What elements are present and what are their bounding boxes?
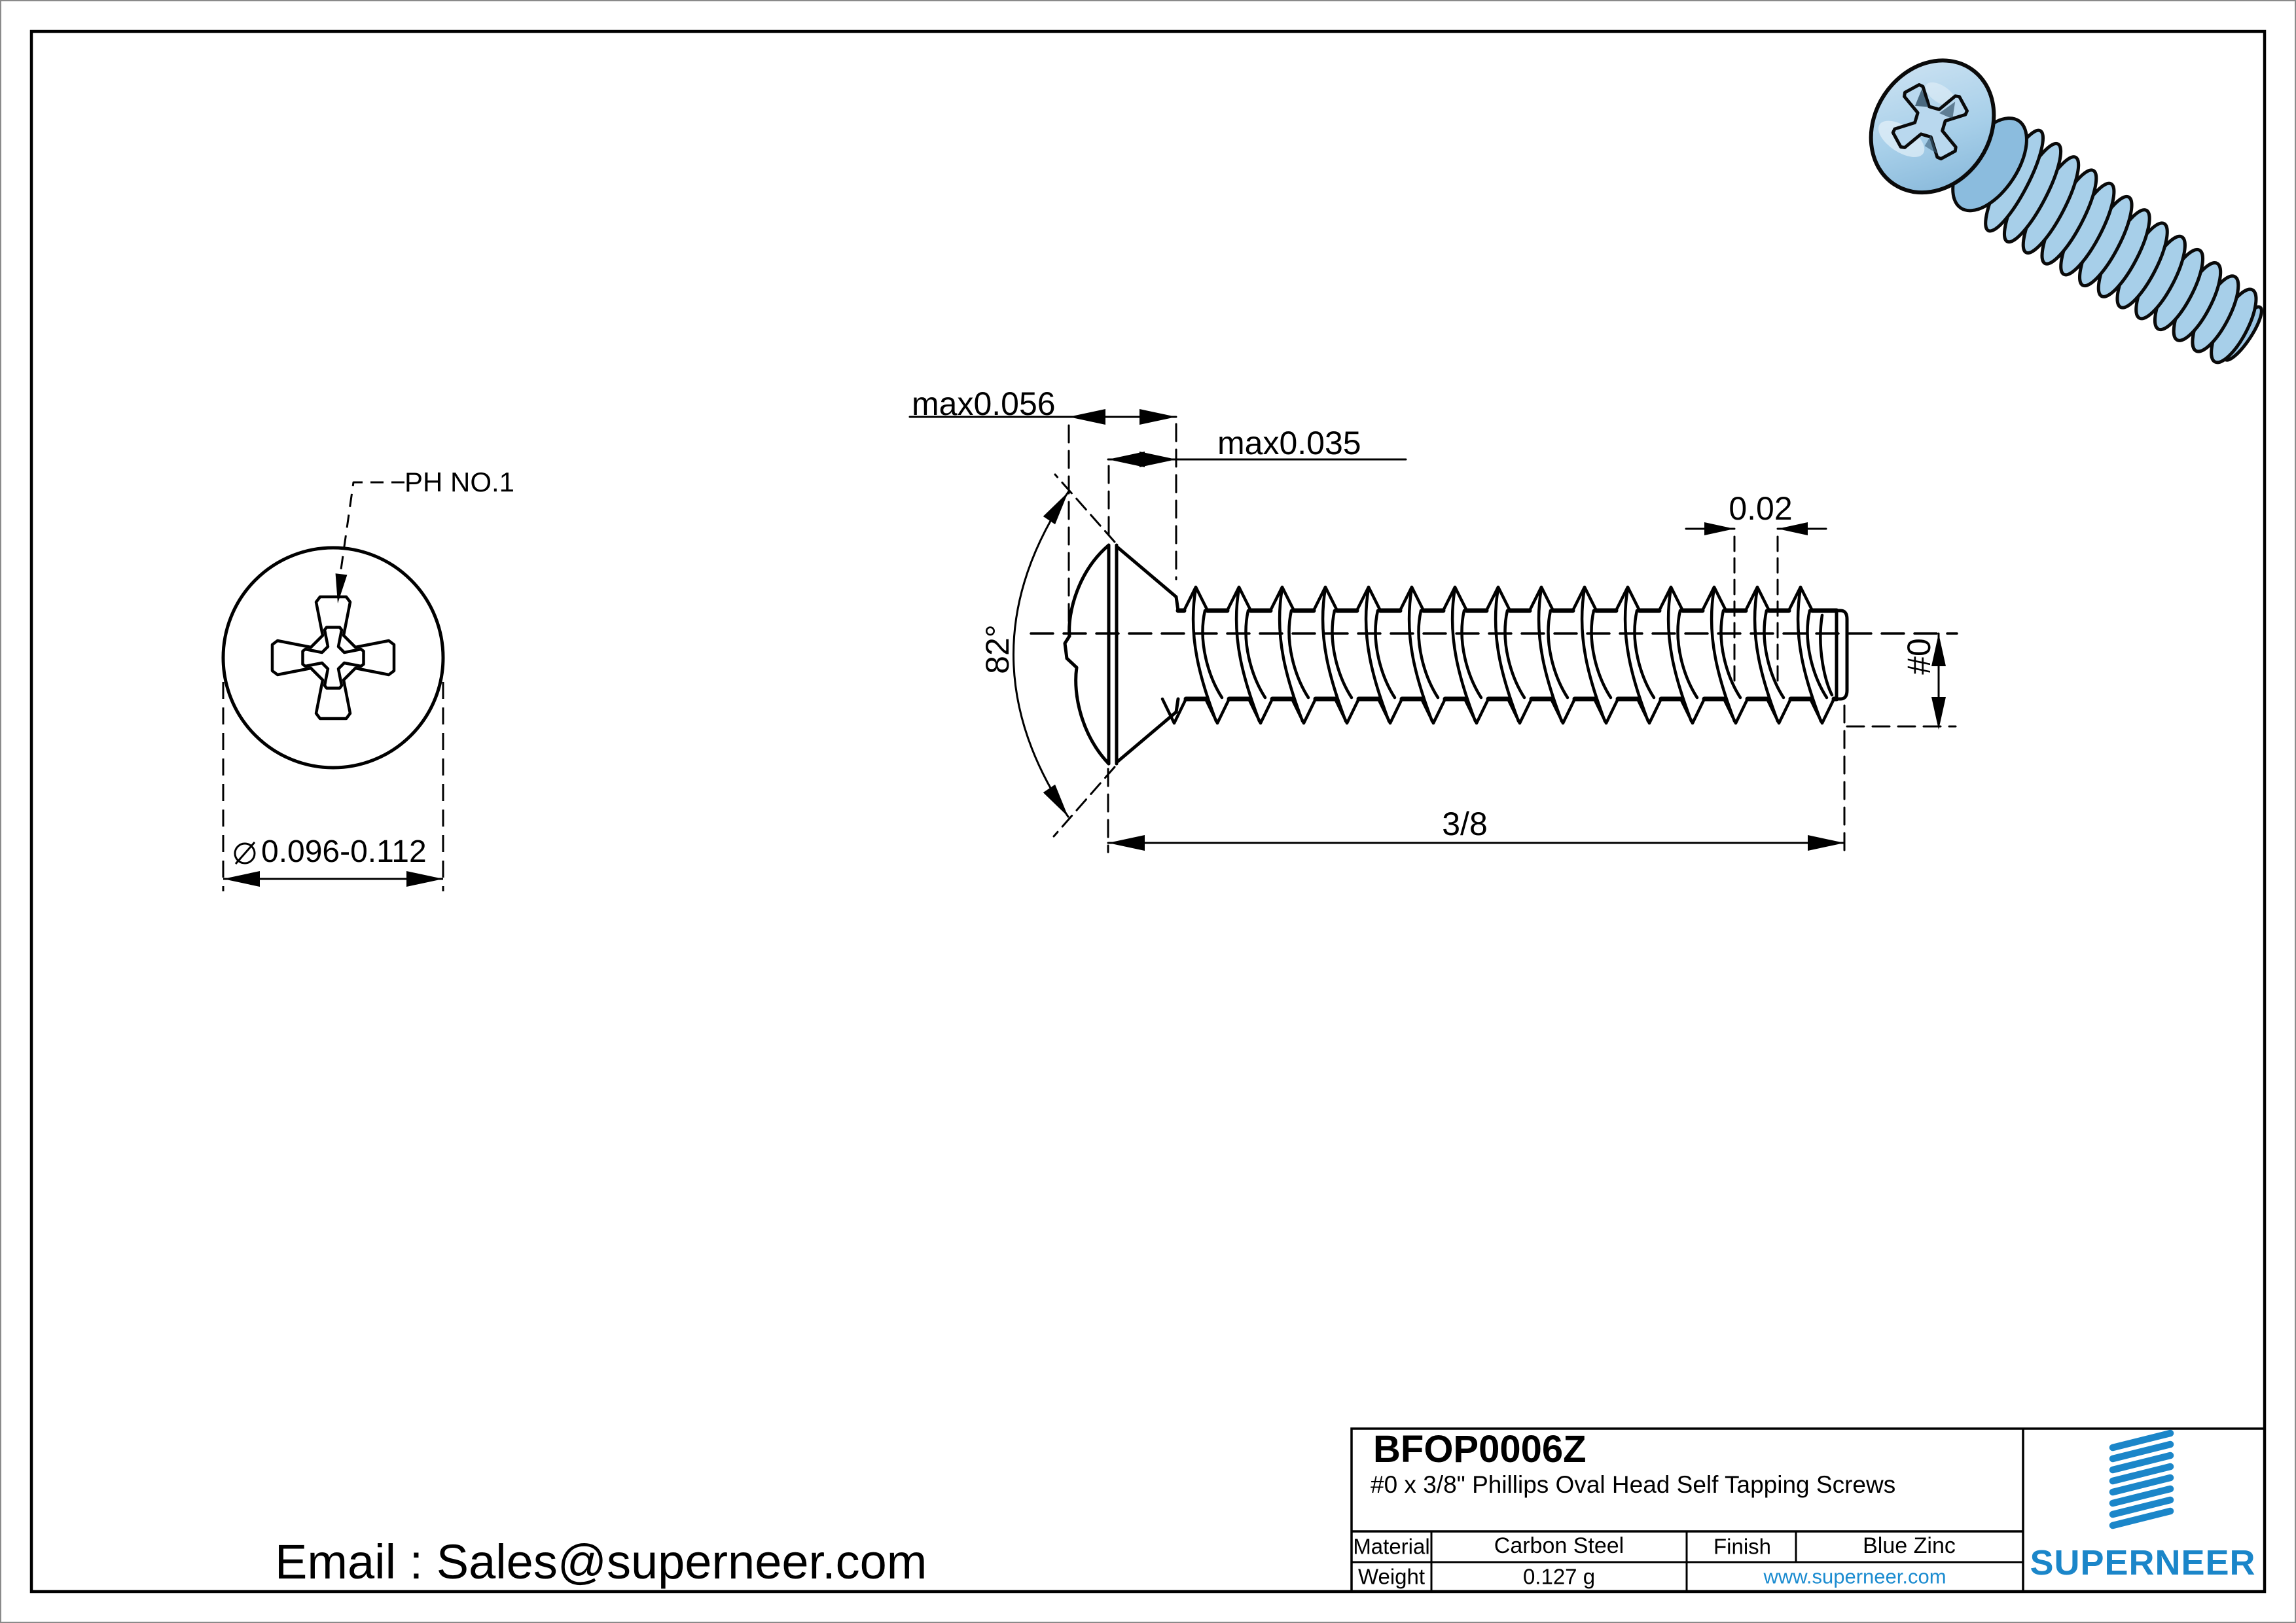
material-value: Carbon Steel: [1494, 1533, 1624, 1558]
drive-leader-line: [336, 481, 404, 593]
angle-ext-bottom: [1052, 766, 1116, 838]
thread-profile: [1160, 585, 1839, 725]
diameter-symbol-icon: [234, 842, 256, 865]
screw-photo: [1869, 58, 2263, 365]
phillips-recess-outline: [272, 597, 394, 719]
thread-pitch-label: 0.02: [1729, 490, 1793, 527]
weight-value: 0.127 g: [1522, 1564, 1596, 1589]
screw-size-label: #0: [1901, 638, 1937, 675]
drawing-title: #0 x 3/8" Phillips Oval Head Self Tappin…: [1371, 1471, 1896, 1498]
brand-logo-icon: [2109, 1429, 2174, 1529]
head-dome-profile: [1063, 543, 1111, 766]
finish-label: Finish: [1713, 1534, 1772, 1559]
weight-label: Weight: [1357, 1564, 1426, 1589]
head-cone-bottom: [1115, 697, 1180, 764]
part-number: BFOP0006Z: [1373, 1428, 1587, 1471]
head-outline-circle: [221, 546, 445, 770]
angle-ext-top: [1054, 473, 1116, 543]
head-cone-top: [1115, 544, 1180, 613]
website-link[interactable]: www.superneer.com: [1763, 1565, 1946, 1588]
countersink-angle-label: 82°: [979, 624, 1016, 674]
material-label: Material: [1353, 1534, 1430, 1559]
sheet-border: [29, 29, 2267, 1594]
dimension-arrowheads: [223, 409, 1946, 887]
dome-height-label: max0.035: [1217, 425, 1361, 461]
email-text: Email : Sales@superneer.com: [275, 1535, 927, 1589]
brand-wordmark: SUPERNEER: [2030, 1543, 2256, 1582]
head-diameter-label: 0.096-0.112: [261, 834, 427, 869]
screw-photo-phillips: [1879, 71, 1981, 173]
phillips-recess-inner: [303, 628, 364, 688]
screw-end-cap: [1835, 609, 1849, 701]
front-view: [221, 481, 445, 891]
title-block-grid: [1350, 1427, 2266, 1593]
side-view: [908, 416, 1958, 853]
head-height-label: max0.056: [912, 385, 1056, 422]
drive-type-label: PH NO.1: [404, 467, 515, 497]
finish-value: Blue Zinc: [1863, 1533, 1956, 1558]
length-label: 3/8: [1442, 806, 1488, 842]
angle-arc: [1013, 491, 1069, 818]
